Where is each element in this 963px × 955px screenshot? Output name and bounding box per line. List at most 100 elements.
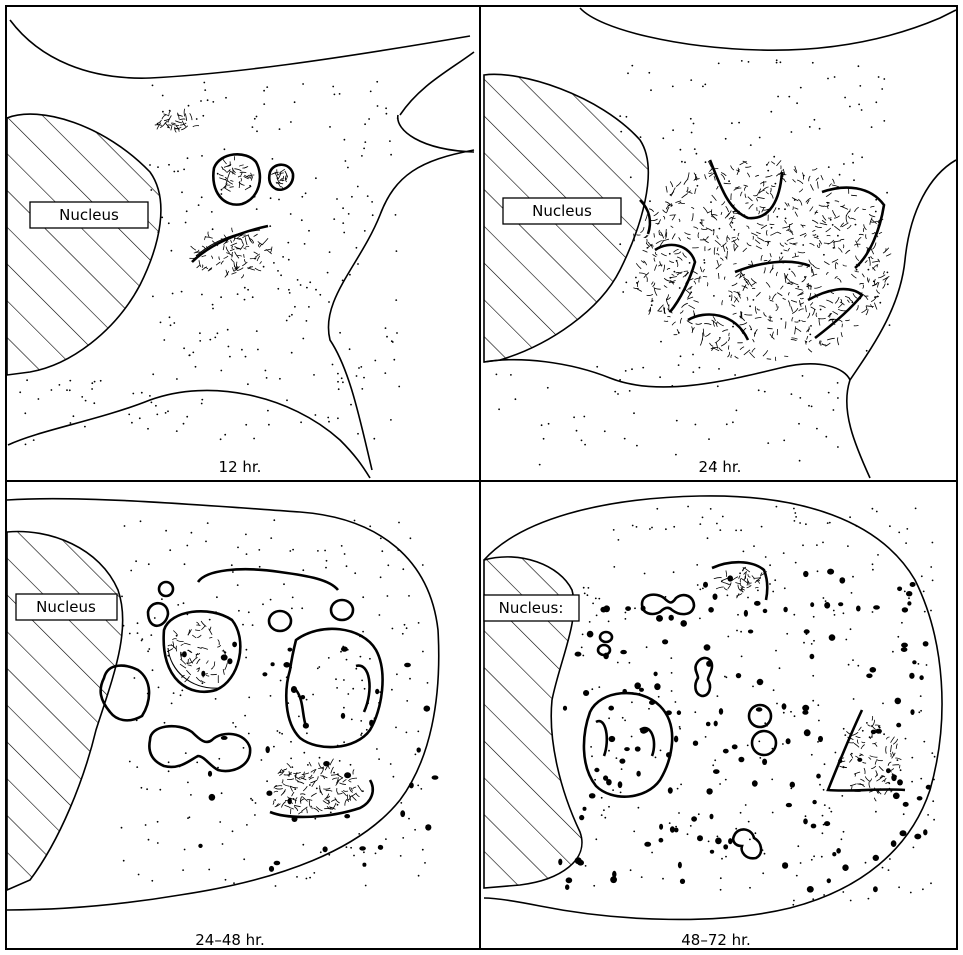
filament xyxy=(330,759,334,766)
filament xyxy=(309,800,310,807)
filament xyxy=(712,320,717,324)
stipple-dot xyxy=(510,374,512,376)
filament xyxy=(230,180,233,181)
stipple-dot xyxy=(343,232,345,234)
stipple-dot xyxy=(906,528,908,530)
filament xyxy=(771,162,775,165)
filament xyxy=(703,207,707,213)
stipple-dot xyxy=(277,288,279,290)
stipple-dot xyxy=(227,329,229,331)
stipple-dot xyxy=(717,695,719,697)
stipple-dot xyxy=(861,156,863,158)
filament xyxy=(872,716,873,720)
filament xyxy=(255,268,261,271)
stipple-dot xyxy=(121,596,123,598)
filament xyxy=(821,341,822,346)
filament xyxy=(727,235,728,242)
granule xyxy=(609,736,616,742)
stipple-dot xyxy=(246,824,248,826)
stipple-dot xyxy=(362,596,364,598)
filament xyxy=(700,338,702,345)
granule xyxy=(710,850,714,854)
filament xyxy=(241,274,244,278)
stipple-dot xyxy=(149,395,151,397)
filament xyxy=(323,788,330,789)
filament xyxy=(723,245,725,252)
stipple-dot xyxy=(186,416,188,418)
stipple-dot xyxy=(192,352,194,354)
stipple-dot xyxy=(406,627,408,629)
filament xyxy=(708,248,711,250)
filament xyxy=(755,587,758,588)
filament xyxy=(738,233,739,236)
filament xyxy=(812,220,818,223)
stipple-dot xyxy=(324,550,326,552)
filament xyxy=(846,211,849,216)
stipple-dot xyxy=(678,812,680,814)
filament xyxy=(808,349,812,352)
filament xyxy=(777,293,782,296)
stipple-dot xyxy=(780,318,782,320)
filament xyxy=(735,583,741,584)
filament xyxy=(337,788,339,793)
stipple-dot xyxy=(279,378,281,380)
stipple-dot xyxy=(247,289,249,291)
filament xyxy=(789,292,790,295)
stipple-dot xyxy=(252,799,254,801)
filament xyxy=(756,246,762,249)
granule xyxy=(636,771,640,777)
stipple-dot xyxy=(220,296,222,298)
granule xyxy=(782,862,788,869)
filament xyxy=(162,115,166,120)
granule xyxy=(404,663,411,668)
stipple-dot xyxy=(622,291,624,293)
stipple-dot xyxy=(771,779,773,781)
stipple-dot xyxy=(277,270,279,272)
stipple-dot xyxy=(266,377,268,379)
stipple-dot xyxy=(181,191,183,193)
stipple-dot xyxy=(708,841,710,843)
stipple-dot xyxy=(328,301,330,303)
stipple-dot xyxy=(361,155,363,157)
filament xyxy=(736,274,740,277)
stipple-dot xyxy=(400,855,402,857)
filament xyxy=(755,306,756,313)
granule xyxy=(744,610,748,617)
filament xyxy=(636,263,641,269)
stipple-dot xyxy=(302,83,304,85)
stipple-dot xyxy=(908,597,910,599)
stipple-dot xyxy=(390,154,392,156)
stipple-dot xyxy=(850,900,852,902)
stipple-dot xyxy=(918,663,920,665)
granule xyxy=(344,772,351,778)
stipple-dot xyxy=(851,592,853,594)
stipple-dot xyxy=(676,420,678,422)
stipple-dot xyxy=(626,116,628,118)
stipple-dot xyxy=(736,410,738,412)
filament xyxy=(791,306,793,311)
filament xyxy=(811,286,812,290)
filament xyxy=(892,753,896,759)
filament xyxy=(828,205,829,209)
filament xyxy=(290,786,298,788)
stipple-dot xyxy=(84,426,86,428)
granule xyxy=(266,791,272,796)
stipple-dot xyxy=(767,170,769,172)
filament xyxy=(195,250,199,252)
stipple-dot xyxy=(279,128,281,130)
filament xyxy=(654,212,659,216)
stipple-dot xyxy=(186,210,188,212)
filament xyxy=(217,645,220,647)
stipple-dot xyxy=(655,757,657,759)
vacuole-big-p3 xyxy=(164,611,241,692)
stipple-dot xyxy=(351,196,353,198)
stipple-dot xyxy=(772,591,774,593)
stipple-dot xyxy=(882,867,884,869)
filament xyxy=(683,253,687,258)
stipple-dot xyxy=(741,656,743,658)
filament xyxy=(850,784,857,786)
filament xyxy=(687,187,688,192)
stipple-dot xyxy=(889,324,891,326)
filament xyxy=(863,294,868,299)
stipple-dot xyxy=(290,741,292,743)
